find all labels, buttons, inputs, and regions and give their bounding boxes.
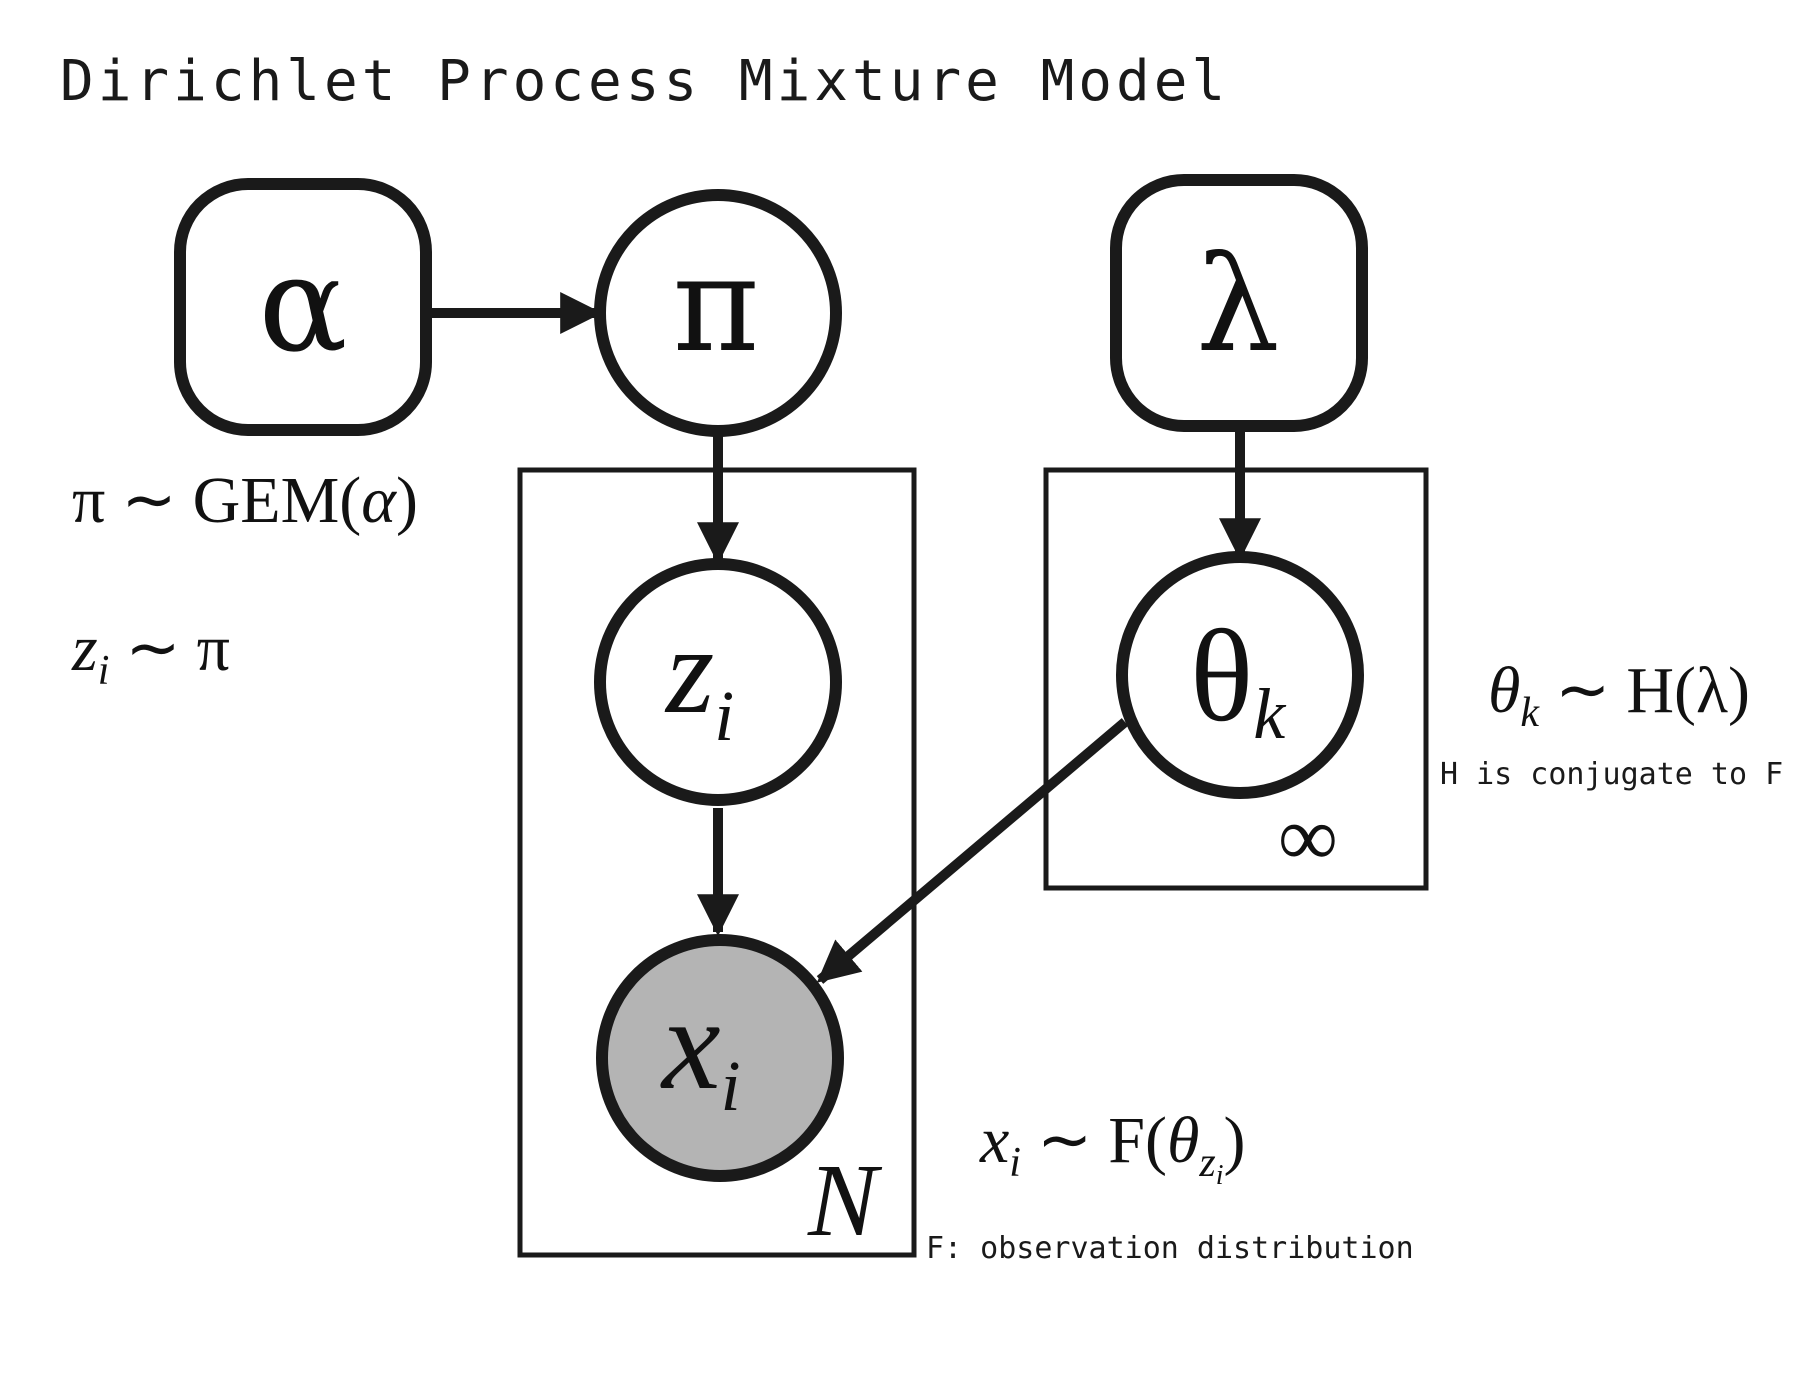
node-x-sub: i xyxy=(721,1046,741,1126)
plate-clusters-label: ∞ xyxy=(1278,791,1338,884)
plate-data-label: N xyxy=(807,1143,883,1258)
node-z xyxy=(594,558,842,806)
node-lambda xyxy=(1110,174,1368,432)
node-lambda-label: λ xyxy=(1196,228,1280,382)
node-x-base: x xyxy=(660,970,721,1117)
node-z-sub: i xyxy=(714,676,734,756)
node-x-label: xi xyxy=(660,970,741,1126)
node-z-label: zi xyxy=(664,602,734,756)
equation-pi-gem: π∼GEM(α) xyxy=(72,464,418,537)
edge-theta-x xyxy=(816,718,1129,984)
node-pi-label: π xyxy=(673,228,760,382)
node-theta-sub: k xyxy=(1253,674,1287,754)
node-theta xyxy=(1116,551,1364,799)
node-x-observed xyxy=(596,934,844,1182)
node-z-base: z xyxy=(664,602,714,739)
node-alpha xyxy=(174,178,432,436)
node-pi xyxy=(594,189,842,437)
equation-x-f: xi∼F(θzi) xyxy=(979,1104,1246,1191)
equation-z-pi: zi∼π xyxy=(71,612,230,694)
note-observation: F: observation distribution xyxy=(926,1231,1414,1266)
node-alpha-label: α xyxy=(258,228,347,382)
node-theta-base: θ xyxy=(1190,602,1253,749)
note-conjugate: H is conjugate to F xyxy=(1440,757,1783,792)
node-theta-label: θk xyxy=(1190,602,1287,754)
diagram-title: Dirichlet Process Mixture Model xyxy=(60,49,1229,114)
equation-theta-h: θk∼H(λ) xyxy=(1488,654,1750,736)
